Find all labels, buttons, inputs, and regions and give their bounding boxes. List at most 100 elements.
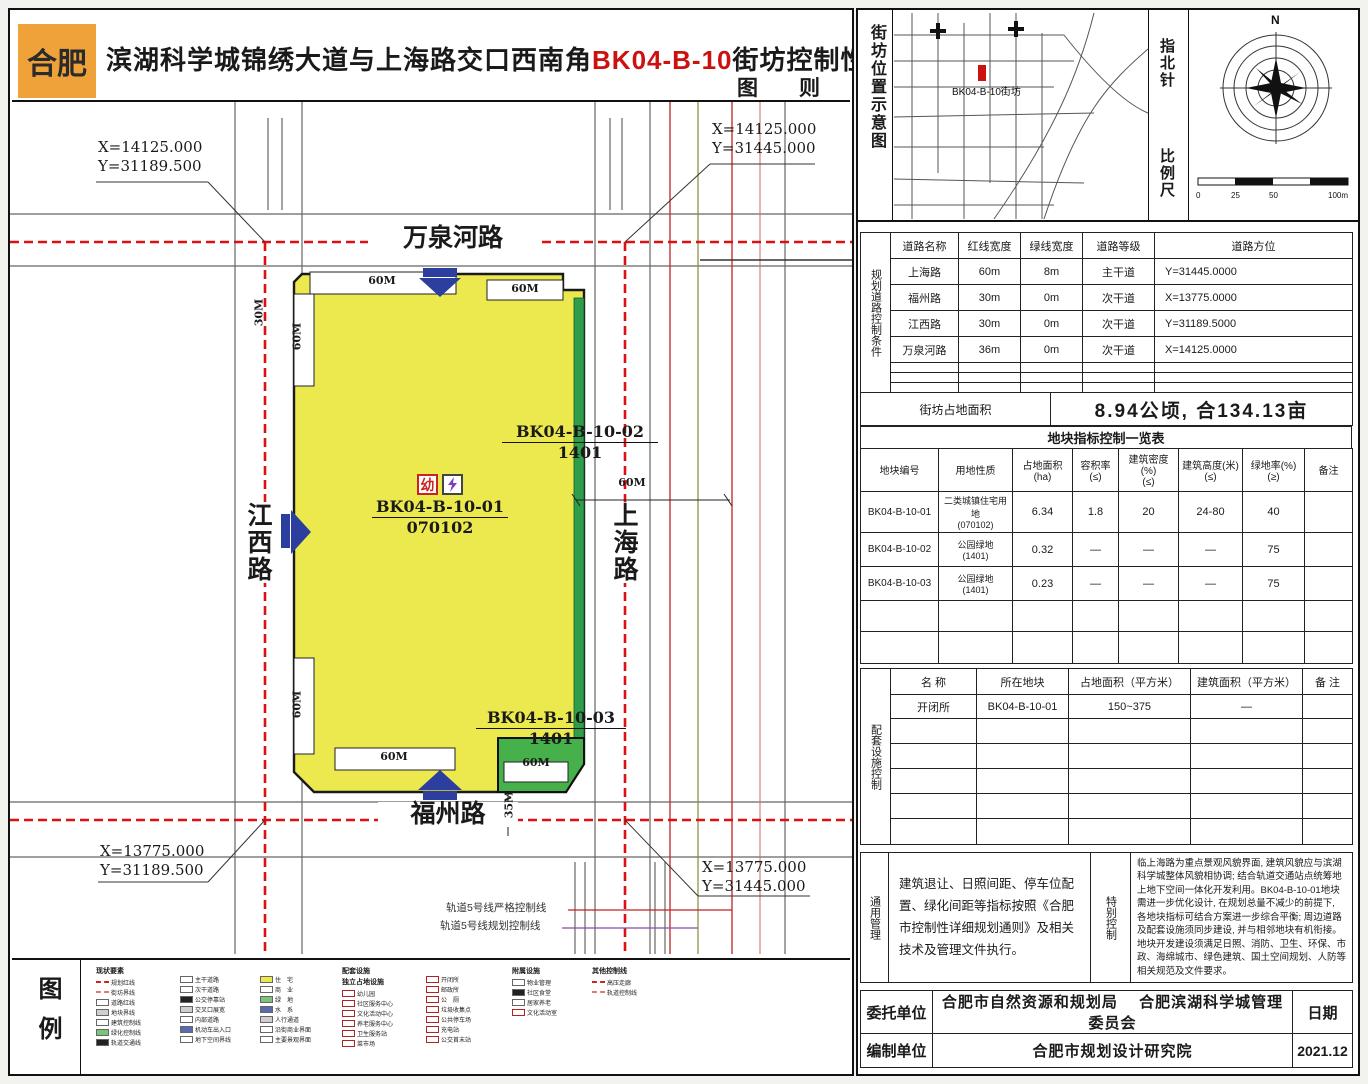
dim-green: 60M <box>522 756 550 769</box>
legend-item-label: 开闭所 <box>441 977 460 984</box>
location-block: 街坊位置示意图 <box>858 10 1358 222</box>
cell: 40 <box>1242 490 1305 534</box>
legend-item: 地块界线 <box>96 1007 141 1017</box>
cell: — <box>1072 566 1119 601</box>
index-col-header: 绿地率(%) (≥) <box>1242 448 1305 492</box>
legend-item: 菜市场 <box>342 1038 393 1048</box>
compass-needles <box>1246 58 1306 118</box>
legend-swatch <box>426 995 439 1003</box>
legend-swatch <box>260 1005 273 1013</box>
date-value: 2021.12 <box>1292 1033 1353 1068</box>
cell: 开闭所 <box>890 694 977 719</box>
legend-swatch <box>512 988 525 996</box>
coord-bottom-right: X=13775.000 Y=31445.000 <box>702 858 806 896</box>
legend-swatch <box>180 1005 193 1013</box>
coord-x: X=13775.000 <box>702 858 807 876</box>
coord-y: Y=31445.000 <box>712 139 816 157</box>
legend-item: 沿街商业界面 <box>260 1024 311 1034</box>
legend-swatch <box>180 985 193 993</box>
index-col-header: 备注 <box>1304 448 1353 492</box>
client-value: 合肥市自然资源和规划局 合肥滨湖科学城管理委员会 <box>932 990 1293 1034</box>
legend-swatch <box>180 1025 193 1033</box>
parcel-03-dim-box <box>503 761 569 783</box>
empty-row <box>861 793 1353 819</box>
legend-item: 规划红线 <box>96 977 141 987</box>
index-col-header: 建筑高度(米) (≤) <box>1178 448 1243 492</box>
cell: 30m <box>958 284 1021 311</box>
title-divider <box>12 100 850 102</box>
location-minimap: BK04-B-10街坊 <box>894 13 1148 219</box>
parcel-use-code: 1401 <box>528 729 574 748</box>
legend-item: 公交首末站 <box>426 1034 471 1044</box>
road-col-header: 道路等级 <box>1082 232 1155 259</box>
coord-top-left: X=14125.000 Y=31189.500 <box>98 138 202 176</box>
coord-top-right: X=14125.000 Y=31445.000 <box>712 120 816 158</box>
entrance-arrow-west <box>281 514 290 548</box>
legend-item: 绿化控制线 <box>96 1027 141 1037</box>
road-table-side-label: 规划道路控制条件 <box>860 232 891 393</box>
dim-bottom: 60M <box>380 750 408 763</box>
legend-item: 道路红线 <box>96 997 141 1007</box>
legend-swatch <box>426 1035 439 1043</box>
legend-item: 文化活动中心 <box>342 1008 393 1018</box>
cell <box>1302 694 1353 719</box>
parcel-use-code: 1401 <box>557 443 603 462</box>
legend-item-label: 水 系 <box>275 1007 294 1014</box>
legend-item-label: 次干道路 <box>195 987 220 994</box>
city-badge: 合肥 <box>18 24 96 98</box>
legend-swatch <box>342 1019 355 1027</box>
legend-item-label: 社区食堂 <box>527 990 552 997</box>
index-table-title: 地块指标控制一览表 <box>860 426 1352 448</box>
cell: X=14125.0000 <box>1154 336 1353 363</box>
legend-swatch <box>426 1005 439 1013</box>
legend-item: 养老服务中心 <box>342 1018 393 1028</box>
legend-item-label: 卫生服务站 <box>357 1031 388 1038</box>
legend-swatch <box>426 1025 439 1033</box>
empty-row <box>861 768 1353 794</box>
legend-group-header: 配套设施 <box>342 968 370 975</box>
road-col-header: 道路方位 <box>1154 232 1353 259</box>
title-prefix: 滨湖科学城锦绣大道与上海路交口西南角 <box>106 45 593 75</box>
legend-swatch <box>180 1035 193 1043</box>
parcel-03-label: BK04-B-10-03 1401 <box>476 708 626 748</box>
legend-item-label: 交叉口展宽 <box>195 1007 226 1014</box>
legend-swatch <box>426 985 439 993</box>
plan-map <box>10 102 852 954</box>
legend-item-label: 主干道路 <box>195 977 220 984</box>
cell: 福州路 <box>890 284 959 311</box>
legend-swatch <box>342 989 355 997</box>
cell: BK04-B-10-02 <box>860 532 939 568</box>
legend-item-label: 邮政所 <box>441 987 460 994</box>
legend-swatch <box>342 1029 355 1037</box>
coord-bottom-left: X=13775.000 Y=31189.500 <box>100 842 204 880</box>
author-label: 编制单位 <box>860 1033 933 1068</box>
facility-col-header: 占地面积（平方米） <box>1068 668 1191 695</box>
scale-bar-icon <box>1197 177 1349 186</box>
road-label-north: 万泉河路 <box>368 226 538 251</box>
legend-swatch <box>342 1009 355 1017</box>
dim-top-left: 60M <box>368 274 396 287</box>
road-col-header: 绿线宽度 <box>1020 232 1083 259</box>
legend-swatch <box>260 995 273 1003</box>
legend-item-label: 主要景观界面 <box>275 1037 312 1044</box>
cell: 0m <box>1020 310 1083 337</box>
legend-item: 公 厕 <box>426 994 471 1004</box>
legend-item-label: 地块界线 <box>111 1010 136 1017</box>
rail-control-lines <box>669 102 852 954</box>
table-row: 编制单位 合肥市规划设计研究院 2021.12 <box>860 1033 1353 1068</box>
scale-ticks: 0 25 50 100m <box>1196 191 1348 200</box>
compass-and-scale: N 0 25 50 100m <box>1196 13 1349 200</box>
legend: 图例 现状要素 规划红线 街坊界线 道路红线 地块界线 建筑控制线 绿化控制线 … <box>12 958 850 1074</box>
cell: 万泉河路 <box>890 336 959 363</box>
legend-item-label: 轨道控制线 <box>607 990 638 997</box>
legend-swatch <box>512 978 525 986</box>
legend-group-4: 配套设施 独立占地设施 幼儿园 社区服务中心 文化活动中心 养老服务中心 卫生服… <box>342 966 393 1048</box>
legend-item: 物业管理 <box>512 977 557 987</box>
legend-item: 轨道交通线 <box>96 1037 141 1047</box>
cell: BK04-B-10-03 <box>860 566 939 601</box>
index-col-header: 建筑密度(%) (≤) <box>1118 448 1179 492</box>
coord-y: Y=31189.500 <box>98 157 202 175</box>
legend-swatch <box>180 1015 193 1023</box>
